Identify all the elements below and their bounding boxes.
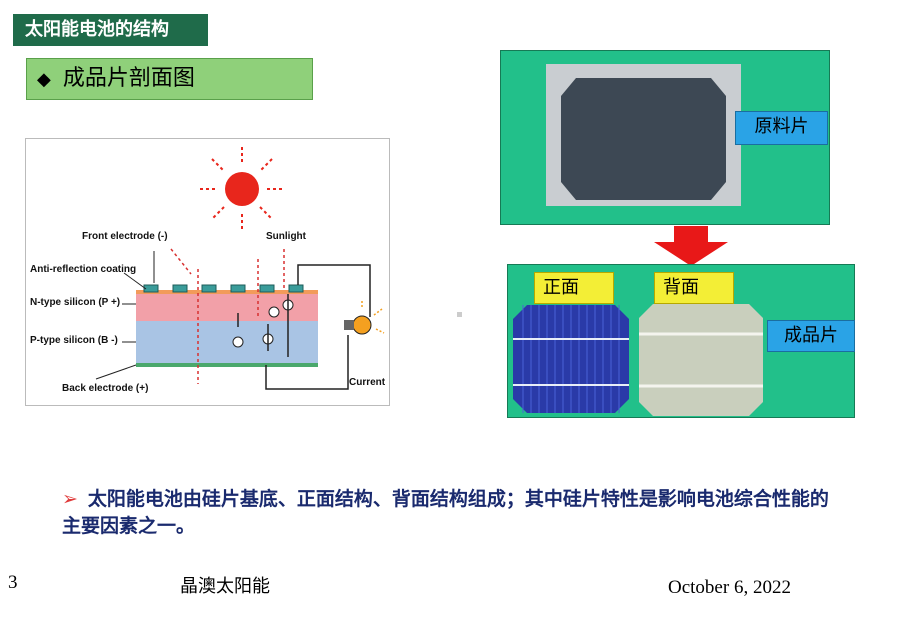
cell-front-image bbox=[513, 305, 629, 413]
external-circuit bbox=[265, 264, 371, 390]
sunlight-label: Sunlight bbox=[266, 231, 306, 242]
back-electrode-label: Back electrode (+) bbox=[62, 383, 149, 394]
decorative-dot bbox=[457, 312, 462, 317]
label-pointers bbox=[95, 251, 155, 380]
diamond-bullet-icon: ◆ bbox=[37, 69, 51, 90]
section-heading-label: 成品片剖面图 bbox=[62, 66, 195, 91]
front-electrode-label: Front electrode (-) bbox=[82, 231, 168, 242]
n-type-label: N-type silicon (P +) bbox=[30, 297, 121, 308]
back-side-tag: 背面 bbox=[654, 272, 734, 304]
anti-reflection-label: Anti-reflection coating bbox=[30, 264, 137, 275]
footer-company: 晶澳太阳能 bbox=[180, 576, 270, 597]
cell-back-image bbox=[639, 304, 763, 416]
raw-wafer-image bbox=[546, 64, 741, 206]
current-label: Current bbox=[349, 377, 386, 388]
finished-cell-tag: 成品片 bbox=[767, 320, 855, 352]
summary-note-text: 太阳能电池由硅片基底、正面结构、背面结构组成；其中硅片特性是影响电池综合性能的主… bbox=[62, 488, 829, 537]
section-heading: ◆ 成品片剖面图 bbox=[26, 58, 313, 100]
summary-note: ➢太阳能电池由硅片基底、正面结构、背面结构组成；其中硅片特性是影响电池综合性能的… bbox=[62, 486, 842, 540]
cross-section-figure bbox=[95, 147, 385, 390]
arrow-bullet-icon: ➢ bbox=[62, 488, 78, 510]
anti-reflection-layer bbox=[136, 290, 318, 294]
p-type-layer bbox=[136, 321, 318, 363]
front-side-tag: 正面 bbox=[534, 272, 614, 304]
p-type-label: P-type silicon (B -) bbox=[30, 335, 118, 346]
light-bulb-icon bbox=[344, 299, 385, 335]
back-electrode-layer bbox=[136, 363, 318, 367]
cell-cross-section-diagram: Front electrode (-) Sunlight Anti-reflec… bbox=[25, 138, 390, 406]
page-number: 3 bbox=[8, 572, 18, 593]
carrier-symbols bbox=[232, 299, 294, 348]
slide-title: 太阳能电池的结构 bbox=[13, 14, 208, 46]
sunlight-rays bbox=[170, 248, 285, 384]
raw-wafer-tag: 原料片 bbox=[735, 111, 828, 145]
footer-date: October 6, 2022 bbox=[668, 577, 791, 598]
raw-wafer-photo bbox=[546, 64, 741, 206]
front-electrodes bbox=[143, 284, 304, 293]
sun-icon bbox=[200, 147, 284, 231]
carrier-arrows bbox=[237, 294, 289, 357]
arrow-down-icon bbox=[654, 226, 728, 266]
